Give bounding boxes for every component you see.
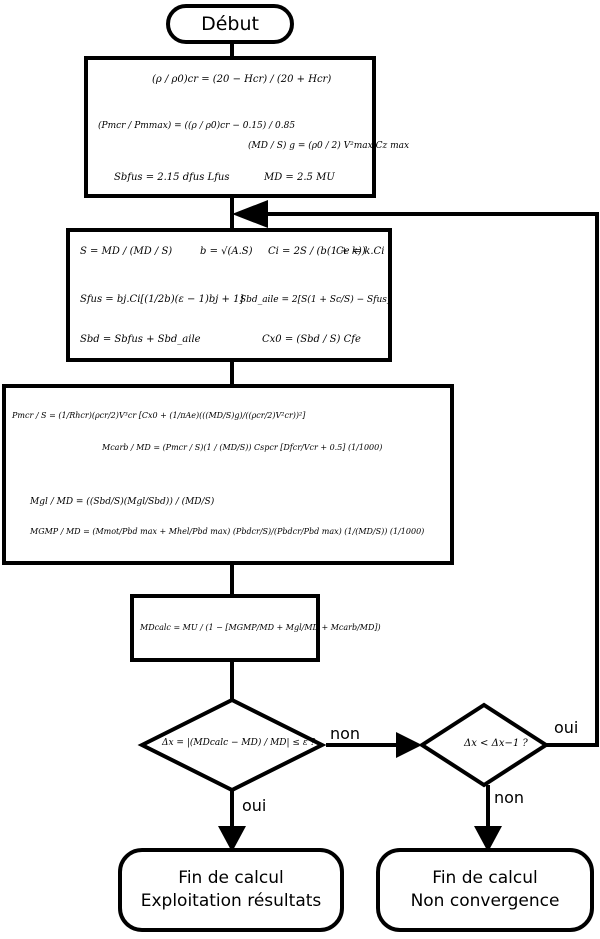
end-terminal-no-convergence: Fin de calcul Non convergence xyxy=(376,848,594,932)
label-non-progress: non xyxy=(494,788,525,807)
fuselage-area-formula: Sbfus = 2.15 dfus Lfus xyxy=(114,172,230,183)
powerplant-mass-formula: MGMP / MD = (Mmot/Pbd max + Mhel/Pbd max… xyxy=(30,527,425,536)
takeoff-mass-formula: MD = 2.5 MU xyxy=(264,172,335,183)
wing-mass-formula: Mgl / MD = ((Sbd/S)(Mgl/Sbd)) / (MD/S) xyxy=(30,497,215,507)
calculated-mass-formula: MDcalc = MU / (1 − [MGMP/MD + Mgl/MD + M… xyxy=(140,623,381,632)
tip-chord-formula: Ce = k.Ci xyxy=(336,246,385,257)
fuel-mass-formula: Mcarb / MD = (Pmcr / S)(1 / (MD/S)) Cspc… xyxy=(102,443,383,452)
initialization-box: (ρ / ρ0)cr = (20 − Hcr) / (20 + Hcr) (Pm… xyxy=(84,56,409,198)
parasite-drag-formula: Cx0 = (Sbd / S) Cfe xyxy=(262,334,361,345)
arrowhead-non2 xyxy=(474,826,502,852)
progress-test-text: Δx < Δx−1 ? xyxy=(464,738,528,749)
arrowhead-loop xyxy=(232,200,268,228)
power-ratio-formula: (Pmcr / Pmmax) = ((ρ / ρ0)cr − 0.15) / 0… xyxy=(98,121,296,131)
mass-fractions-box: Pmcr / S = (1/Rhcr)(ρcr/2)V³cr [Cx0 + (1… xyxy=(2,384,454,565)
cruise-power-formula: Pmcr / S = (1/Rhcr)(ρcr/2)V³cr [Cx0 + (1… xyxy=(12,411,306,420)
end-results-line1: Fin de calcul xyxy=(178,868,284,888)
decision-diamond-progress xyxy=(418,702,550,788)
label-non-convergence: non xyxy=(330,724,361,743)
arrowhead-oui1 xyxy=(218,826,246,852)
wing-loading-formula: (MD / S) g = (ρ0 / 2) V²max Cz max xyxy=(248,141,410,151)
end-noconv-line2: Non convergence xyxy=(410,891,560,911)
span-formula: b = √(A.S) xyxy=(200,246,253,257)
geometry-box: S = MD / (MD / S) b = √(A.S) Ci = 2S / (… xyxy=(66,228,392,362)
start-terminal: Début xyxy=(166,4,294,44)
end-noconv-line1: Fin de calcul xyxy=(432,868,538,888)
end-terminal-results: Fin de calcul Exploitation résultats xyxy=(118,848,344,932)
takeoff-mass-calc-box: MDcalc = MU / (1 − [MGMP/MD + Mgl/MD + M… xyxy=(130,594,381,662)
label-oui-progress: oui xyxy=(554,718,579,737)
arrowhead-non1 xyxy=(396,732,422,758)
root-chord-formula: Ci = 2S / (b(1 + k)) xyxy=(268,246,366,257)
fuselage-wetted-area-formula: Sfus = bj.Ci[(1/2b)(ε − 1)bj + 1] xyxy=(80,294,244,305)
decision-diamond-convergence xyxy=(137,697,327,793)
convergence-test-text: Δx = |(MDcalc − MD) / MD| ≤ ε ? xyxy=(162,738,316,748)
label-oui-convergence: oui xyxy=(242,796,267,815)
wing-area-formula: S = MD / (MD / S) xyxy=(80,246,173,257)
wing-wetted-area-formula: Sbd_aile = 2[S(1 + Sc/S) − Sfus] xyxy=(240,295,391,305)
density-ratio-formula: (ρ / ρ0)cr = (20 − Hcr) / (20 + Hcr) xyxy=(152,74,332,85)
end-results-line2: Exploitation résultats xyxy=(140,891,322,911)
start-label: Début xyxy=(201,12,259,35)
total-wetted-area-formula: Sbd = Sbfus + Sbd_aile xyxy=(80,334,201,345)
